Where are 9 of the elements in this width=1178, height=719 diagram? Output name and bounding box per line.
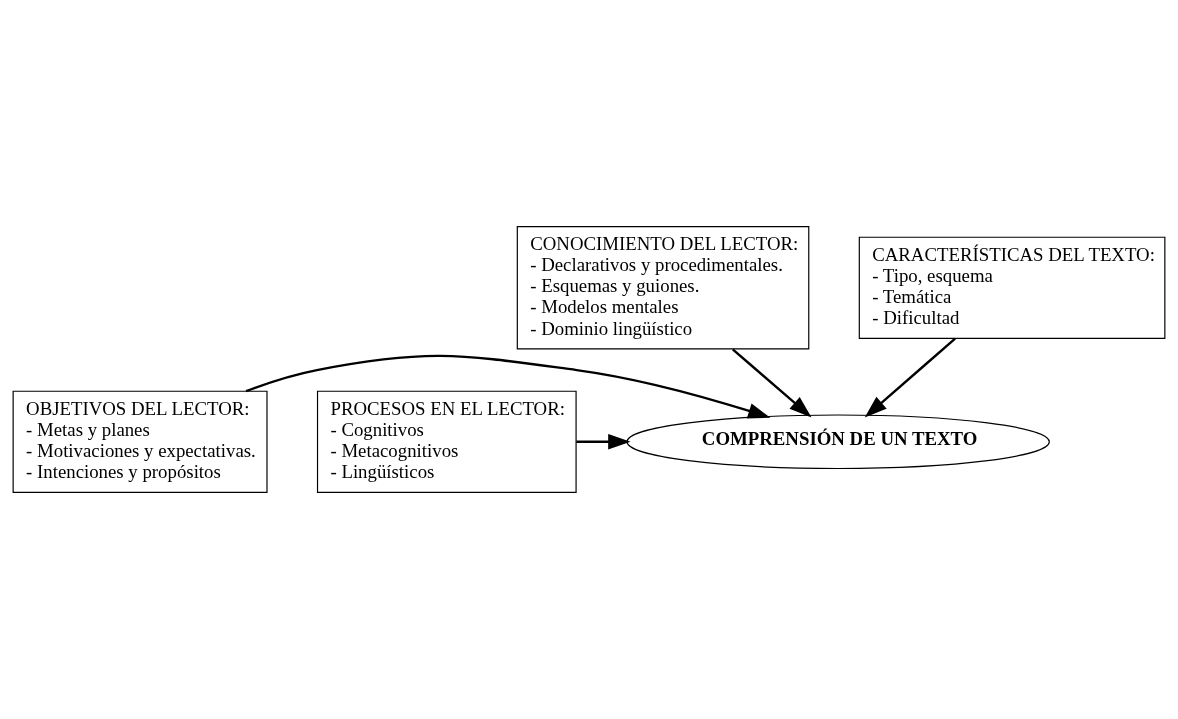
node-box: OBJETIVOS DEL LECTOR: - Metas y planes - Motivaciones y expectativas. - Intenciones y propósitos <box>12 390 268 493</box>
arrow <box>576 433 631 450</box>
node-box: CARACTERÍSTICAS DEL TEXTO: - Tipo, esquema - Temática - Dificultad <box>858 236 1166 339</box>
node-box: PROCESOS EN EL LECTOR: - Cognitivos - Metacognitivos - Lingüísticos <box>316 390 577 493</box>
node-ellipse: COMPRENSIÓN DE UN TEXTO <box>626 414 1050 470</box>
node-box: CONOCIMIENTO DEL LECTOR: - Declarativos y procedimentales. - Esquemas y guiones. - Modelos mentales - Dominio lingüístico <box>516 226 810 350</box>
arrow <box>245 354 771 419</box>
arrow <box>864 337 956 418</box>
arrow <box>731 348 812 418</box>
